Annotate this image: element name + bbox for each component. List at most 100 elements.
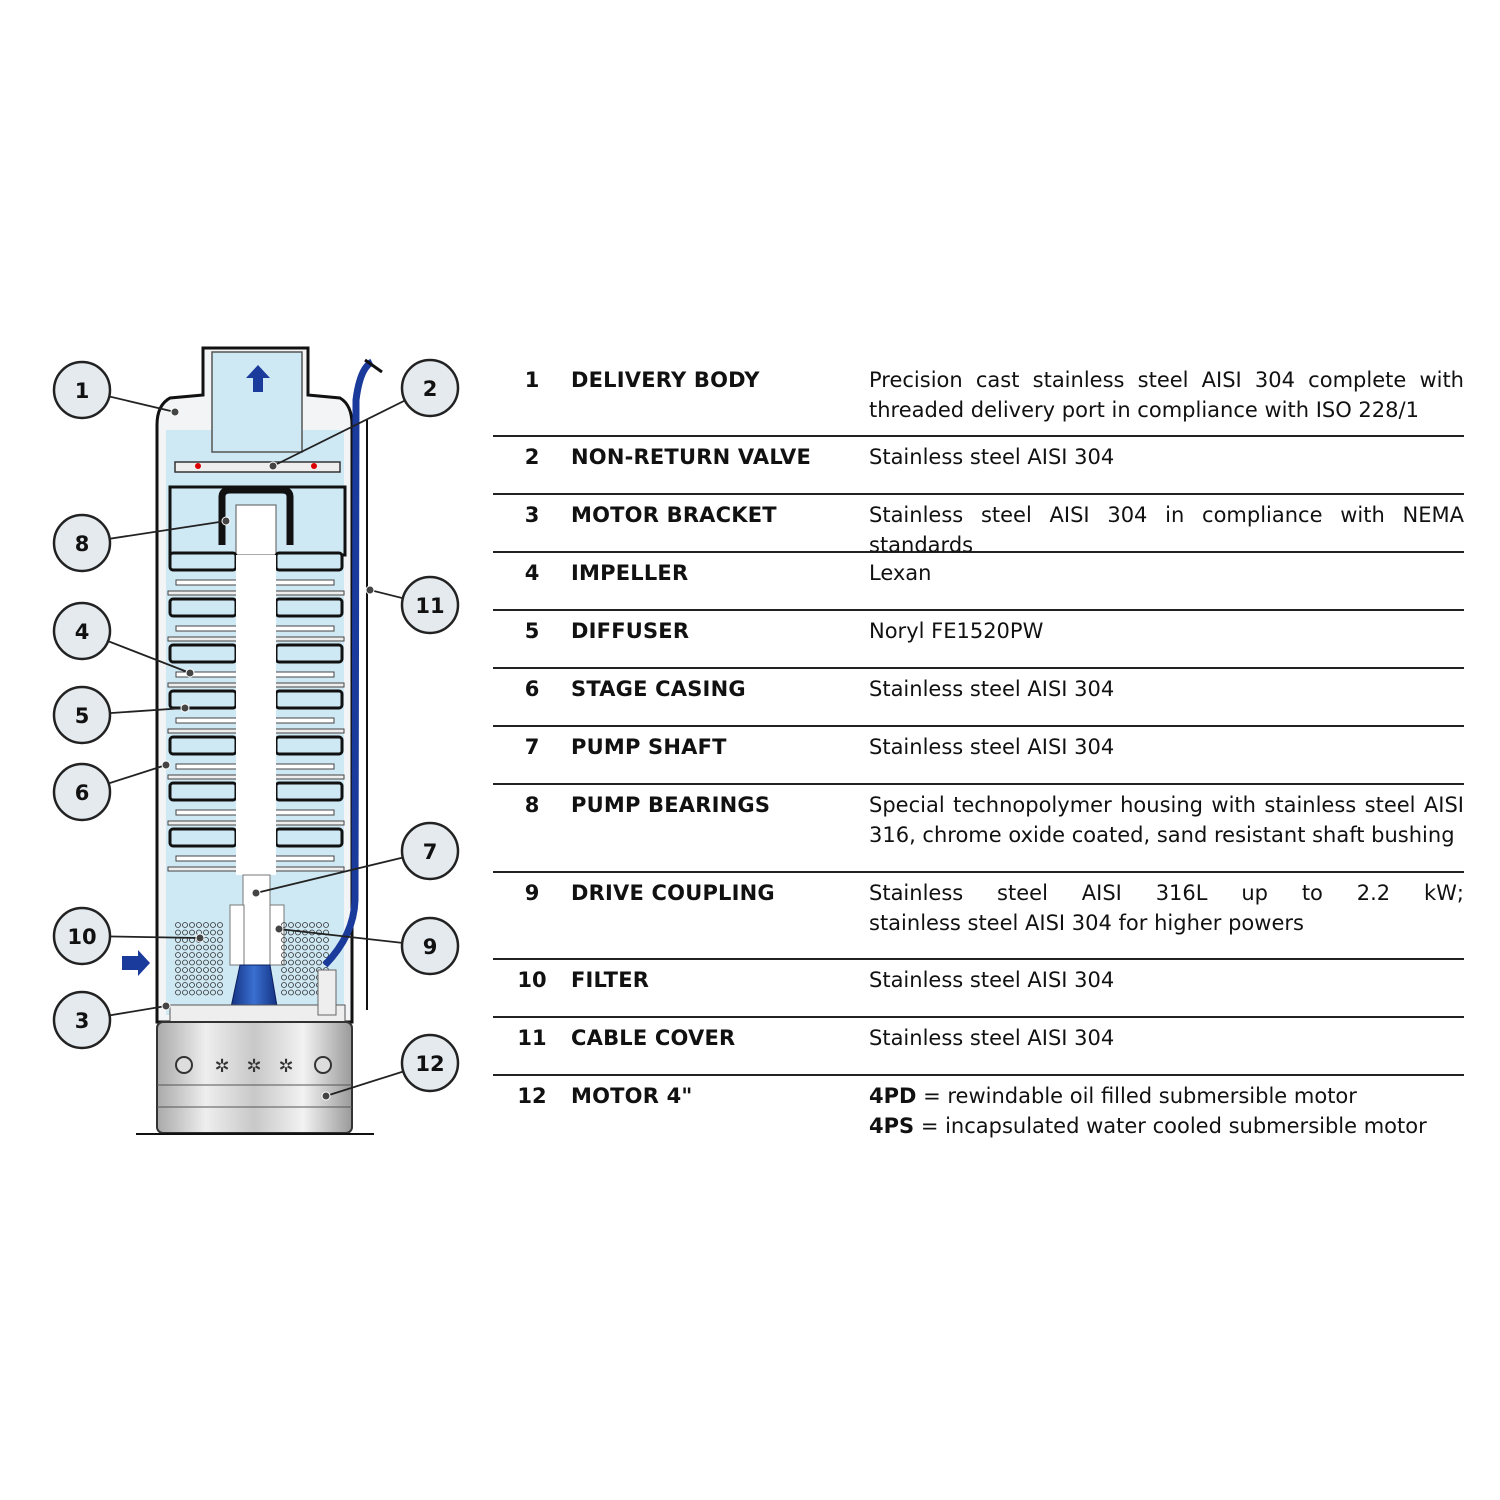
filter-hole (309, 989, 315, 996)
part-description: Precision cast stainless steel AISI 304 … (869, 365, 1464, 425)
part-description: Stainless steel AISI 304 (869, 1023, 1464, 1053)
filter-hole (302, 922, 308, 928)
part-number: 8 (524, 793, 540, 817)
filter-hole (217, 982, 223, 988)
description-line: Stainless steel AISI 304 (869, 445, 1115, 469)
filter-hole (203, 929, 209, 936)
filter-hole (182, 989, 188, 996)
filter-hole (288, 967, 294, 973)
motor-type-text: = rewindable oil filled submersible moto… (916, 1084, 1357, 1108)
motor-type-line: 4PD = rewindable oil filled submersible … (869, 1081, 1464, 1111)
part-name: FILTER (571, 968, 650, 992)
filter-hole (189, 989, 195, 996)
part-name: STAGE CASING (571, 677, 746, 701)
filter-hole (182, 967, 188, 973)
impeller (274, 827, 344, 848)
filter-hole (288, 959, 294, 966)
filter-hole (309, 982, 315, 988)
filter-hole (281, 944, 287, 951)
filter-hole (196, 974, 202, 981)
filter-hole (295, 989, 301, 996)
filter-hole (309, 967, 315, 973)
filter-hole (196, 989, 202, 996)
part-description: Special technopolymer housing with stain… (869, 790, 1464, 850)
filter-hole (189, 974, 195, 981)
callout-2: 2 (268, 358, 460, 471)
drive-coupling (229, 904, 245, 966)
filter-hole (309, 952, 315, 958)
filter-hole (288, 989, 294, 996)
impeller (168, 597, 238, 618)
part-number: 3 (524, 503, 540, 527)
filter-hole (189, 929, 195, 936)
filter-hole (210, 937, 216, 943)
impeller (274, 689, 344, 710)
filter-hole (189, 922, 195, 928)
part-number: 1 (524, 368, 540, 392)
filter-hole (288, 937, 294, 943)
filter-hole (323, 944, 329, 951)
description-line: Stainless steel AISI 304 (869, 968, 1115, 992)
filter-hole (302, 959, 308, 966)
description-line: Lexan (869, 561, 932, 585)
part-number: 9 (524, 881, 540, 905)
callout-number: 9 (423, 935, 438, 959)
description-line: Precision cast stainless steel AISI 304 … (869, 368, 1464, 392)
motor-type-line: 4PS = incapsulated water cooled submersi… (869, 1111, 1464, 1141)
impeller (274, 551, 344, 572)
filter-hole (281, 922, 287, 928)
part-number: 7 (524, 735, 540, 759)
filter-hole (316, 937, 322, 943)
part-name: MOTOR 4" (571, 1084, 693, 1108)
filter-hole (295, 937, 301, 943)
filter-hole (175, 944, 181, 951)
callout-4: 4 (52, 601, 195, 678)
filter-hole (288, 974, 294, 981)
description-line: Stainless steel AISI 304 (869, 735, 1115, 759)
filter-hole (316, 952, 322, 958)
description-line: 316, chrome oxide coated, sand resistant… (869, 823, 1455, 847)
filter-hole (189, 944, 195, 951)
callout-number: 7 (423, 840, 438, 864)
callout-5: 5 (52, 685, 190, 745)
filter-hole (302, 989, 308, 996)
filter-hole (182, 982, 188, 988)
filter-hole (288, 952, 294, 958)
filter-hole (302, 944, 308, 951)
filter-hole (203, 959, 209, 966)
description-line: Special technopolymer housing with stain… (869, 793, 1464, 817)
filter-hole (175, 974, 181, 981)
impeller (274, 781, 344, 802)
part-number: 6 (524, 677, 540, 701)
part-name: DELIVERY BODY (571, 368, 760, 392)
filter-hole (295, 922, 301, 928)
filter-hole (309, 959, 315, 966)
svg-text:✲: ✲ (278, 1056, 293, 1077)
filter-hole (189, 982, 195, 988)
filter-hole (182, 952, 188, 958)
filter-hole (210, 952, 216, 958)
filter-hole (217, 944, 223, 951)
svg-text:✲: ✲ (214, 1056, 229, 1077)
callout-number: 3 (75, 1009, 90, 1033)
part-name: IMPELLER (571, 561, 689, 585)
filter-hole (281, 959, 287, 966)
screw-icon (314, 1056, 332, 1074)
filter-hole (210, 944, 216, 951)
callout-number: 1 (75, 379, 90, 403)
description-line: Stainless steel AISI 316L up to 2.2 kW; (869, 881, 1464, 905)
filter-hole (210, 959, 216, 966)
callout-8: 8 (52, 513, 231, 573)
filter-hole (295, 929, 301, 936)
callout-10: 10 (52, 906, 205, 966)
filter-hole (281, 967, 287, 973)
callout-number: 12 (415, 1052, 444, 1076)
part-name: CABLE COVER (571, 1026, 736, 1050)
